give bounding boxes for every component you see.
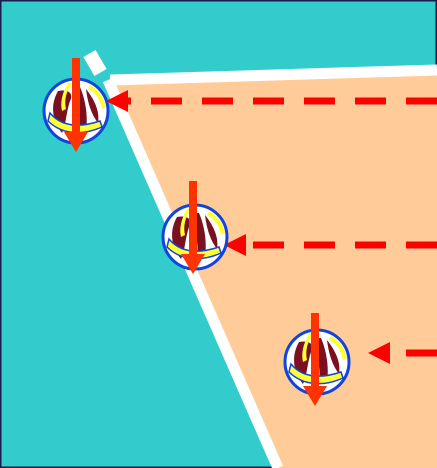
trajectory-arrow-middle [224,234,437,256]
trajectory-arrow-upper [106,90,437,112]
corner-marker [83,49,107,77]
fall-arrow-upper [64,58,88,152]
trajectory-arrow-lower [368,342,437,364]
sideline [109,64,437,86]
fall-arrow-middle [181,181,205,274]
court-area [110,74,437,468]
fall-arrow-lower [303,313,327,406]
